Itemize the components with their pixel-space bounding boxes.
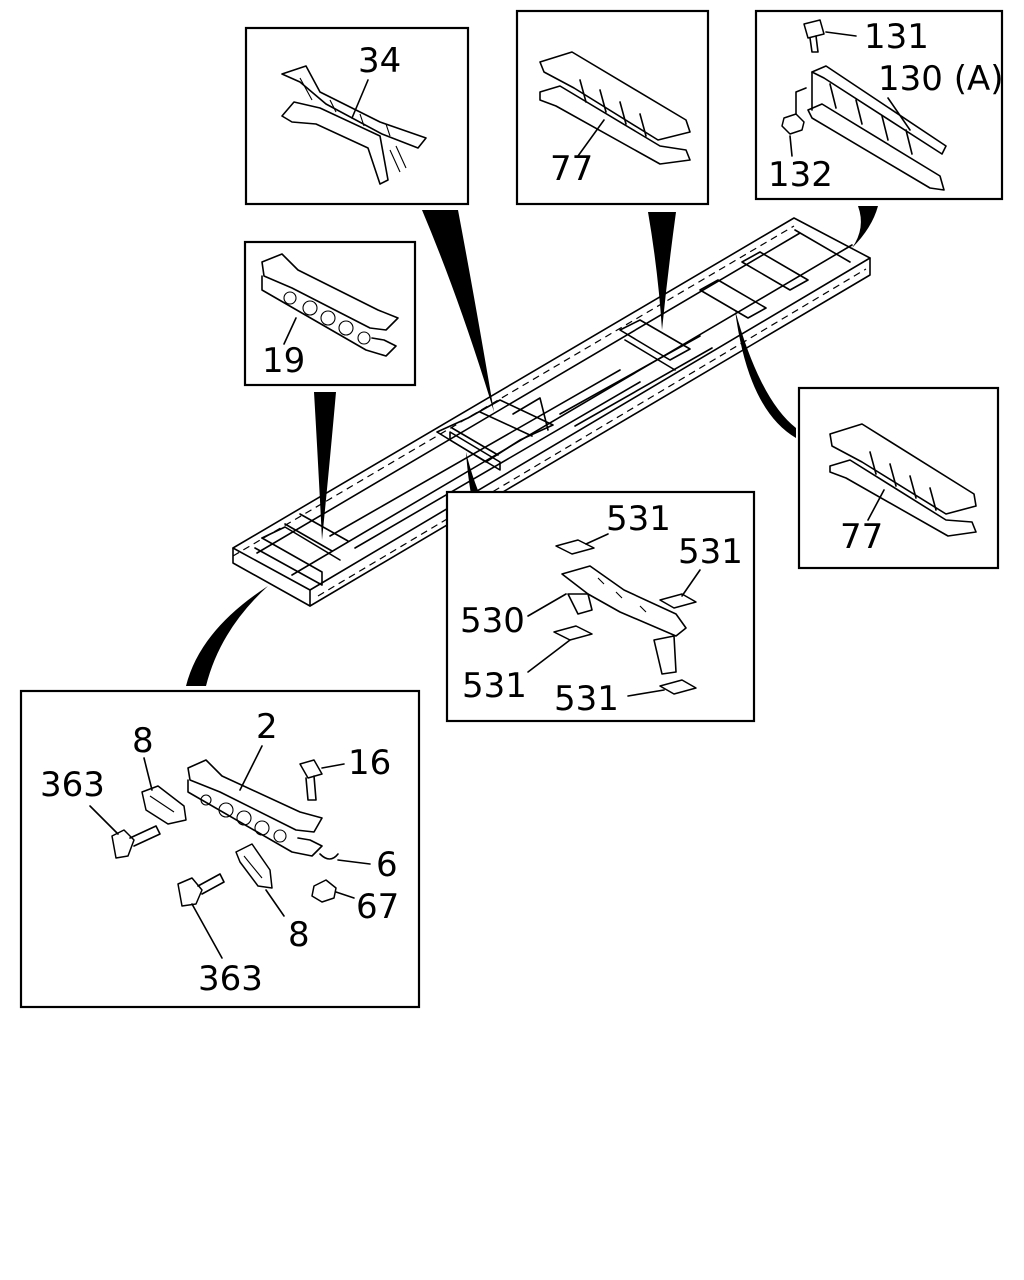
callout-363-bottom: 363 (198, 959, 263, 999)
callout-34: 34 (358, 41, 401, 81)
detail-box-130: 131 130 (A) 132 (754, 9, 1004, 201)
callout-77-top: 77 (550, 149, 593, 189)
callout-16: 16 (348, 743, 391, 783)
detail-box-77-right: 77 (797, 386, 1000, 570)
callout-67: 67 (356, 887, 399, 927)
callout-531-a: 531 (606, 499, 671, 539)
detail-box-530: 531 531 530 531 531 (445, 490, 756, 723)
callout-363-top: 363 (40, 765, 105, 805)
callout-77-right: 77 (840, 517, 883, 557)
callout-130a: 130 (A) (878, 59, 1004, 99)
callout-531-c: 531 (462, 666, 527, 706)
detail-box-34: 34 (244, 26, 470, 206)
callout-6: 6 (376, 845, 398, 885)
callout-530: 530 (460, 601, 525, 641)
callout-531-d: 531 (554, 679, 619, 719)
detail-box-77-top: 77 (515, 9, 710, 206)
callout-2: 2 (256, 707, 278, 747)
detail-box-2: 2 8 363 16 6 67 8 363 (19, 689, 421, 1009)
callout-131: 131 (864, 17, 929, 57)
chassis-frame (232, 217, 871, 607)
callout-wedges (186, 206, 878, 686)
detail-box-19: 19 (243, 240, 417, 387)
callout-132: 132 (768, 155, 833, 195)
callout-8-top: 8 (132, 721, 154, 761)
callout-531-b: 531 (678, 532, 743, 572)
callout-8-bottom: 8 (288, 915, 310, 955)
callout-19: 19 (262, 341, 305, 381)
